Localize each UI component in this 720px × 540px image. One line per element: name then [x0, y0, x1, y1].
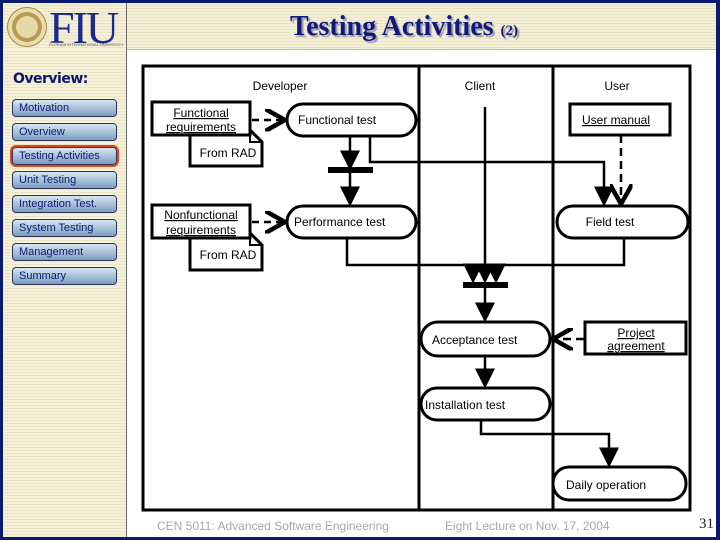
flow-arrow	[368, 136, 614, 207]
sidebar-item-overview[interactable]: Overview	[12, 123, 117, 141]
lane-developer: Developer	[253, 79, 308, 93]
sidebar-item-summary[interactable]: Summary	[12, 267, 117, 285]
lane-user: User	[604, 79, 629, 93]
flow-arrow	[479, 420, 619, 468]
acceptance-test-label: Acceptance test	[432, 333, 518, 347]
logo-subtext: FLORIDA INTERNATIONAL UNIVERSITY	[49, 42, 124, 47]
sidebar-item-system-testing[interactable]: System Testing	[12, 219, 117, 237]
nonfunctional-requirements-box	[150, 203, 252, 240]
functional-requirements-label: requirements	[166, 120, 236, 134]
performance-test-label: Performance test	[294, 215, 386, 229]
field-test-label: Field test	[586, 215, 635, 229]
flow-arrow	[345, 238, 483, 284]
sidebar-item-integration-test[interactable]: Integration Test.	[12, 195, 117, 213]
fiu-logo: FIU FLORIDA INTERNATIONAL UNIVERSITY	[3, 2, 127, 53]
footer-lecture: Eight Lecture on Nov. 17, 2004	[445, 519, 610, 533]
lane-client: Client	[465, 79, 496, 93]
project-agreement-label: Project	[617, 326, 655, 340]
seal-icon	[7, 7, 47, 47]
functional-test-label: Functional test	[298, 113, 377, 127]
user-manual-box	[568, 102, 672, 137]
activity-functional-test	[285, 102, 418, 138]
sidebar: Overview: Motivation Overview Testing Ac…	[3, 49, 127, 537]
project-agreement-box	[583, 320, 688, 356]
sidebar-heading: Overview:	[13, 71, 88, 87]
diagram-frame	[141, 64, 692, 512]
daily-operation-label: Daily operation	[566, 478, 646, 492]
activity-performance-test	[285, 204, 418, 240]
functional-requirements-label: Functional	[173, 106, 228, 120]
user-manual-label: User manual	[582, 113, 650, 127]
from-rad-label: From RAD	[200, 248, 257, 262]
join-bar	[463, 282, 508, 288]
functional-requirements-box	[150, 100, 252, 137]
project-agreement-label: agreement	[607, 339, 665, 353]
title-suffix: (2)	[500, 23, 519, 39]
sidebar-item-motivation[interactable]: Motivation	[12, 99, 117, 117]
activity-daily-operation	[551, 465, 688, 502]
sidebar-item-unit-testing[interactable]: Unit Testing	[12, 171, 117, 189]
header: FIU FLORIDA INTERNATIONAL UNIVERSITY Tes…	[3, 2, 716, 53]
activity-acceptance-test	[419, 320, 552, 358]
slide: FIU FLORIDA INTERNATIONAL UNIVERSITY Tes…	[3, 2, 716, 537]
nonfunctional-requirements-label: Nonfunctional	[164, 208, 237, 222]
title-text: Testing Activities	[290, 11, 494, 42]
from-rad-label: From RAD	[200, 146, 257, 160]
nonfunctional-requirements-label: requirements	[166, 223, 236, 237]
page-title: Testing Activities (2)	[290, 11, 518, 43]
footer-course: CEN 5011: Advanced Software Engineering	[157, 519, 389, 533]
activity-installation-test	[419, 386, 552, 422]
activity-field-test	[555, 204, 690, 240]
sync-bar	[328, 167, 373, 173]
sidebar-item-management[interactable]: Management	[12, 243, 117, 261]
logo-text: FIU	[49, 2, 119, 53]
flow-arrow	[486, 238, 626, 284]
installation-test-label: Installation test	[425, 398, 506, 412]
sidebar-item-testing-activities[interactable]: Testing Activities	[10, 145, 119, 167]
page-number: 31	[699, 516, 714, 532]
